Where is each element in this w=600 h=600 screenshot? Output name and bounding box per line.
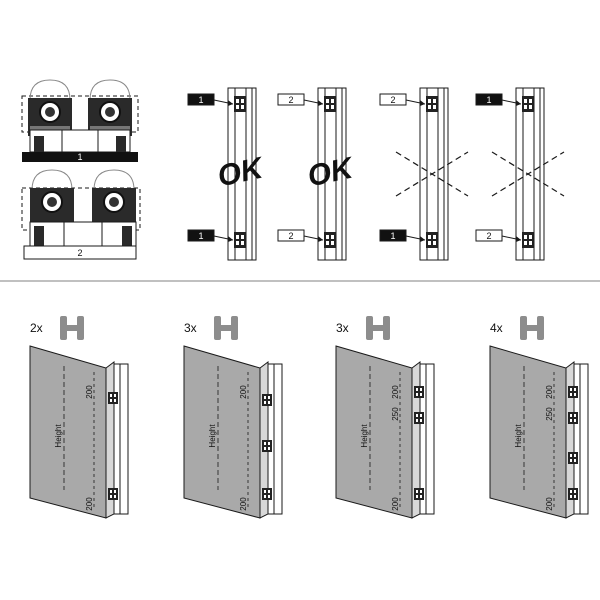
door-hinge (568, 386, 578, 398)
spacer-tag-bottom: 2 (475, 229, 522, 242)
top-spacing-label: 200 (85, 385, 94, 399)
height-label: Height (208, 424, 217, 448)
hinge-cam-left (28, 79, 72, 136)
hinge-icon (214, 316, 238, 340)
door-hinge-layouts: 2xHeight2002003xHeight2002003xHeight2002… (29, 316, 589, 519)
rail-profile (227, 87, 257, 261)
bottom-spacing-label: 200 (391, 497, 400, 511)
hinge-count-label: 3x (336, 321, 349, 335)
hinge-count-label: 4x (490, 321, 503, 335)
rail-hinge-top (522, 96, 534, 112)
door-hinge (262, 488, 272, 500)
spacer-tag-label: 1 (390, 231, 395, 241)
door-hinge (568, 488, 578, 500)
door-panel (183, 345, 261, 519)
rail-hinge-top (234, 96, 246, 112)
bottom-spacing-label: 200 (85, 497, 94, 511)
spacer-bar-label: 2 (77, 248, 82, 258)
door-hinge (262, 440, 272, 452)
top-spacing-label: 200 (239, 385, 248, 399)
top-spacing-label: 200 (391, 385, 400, 399)
height-label: Height (514, 424, 523, 448)
door-hinge (108, 488, 118, 500)
door-hinge (568, 452, 578, 464)
rail-hinge-top (324, 96, 336, 112)
hinge-cam-right (92, 169, 136, 224)
frame-profile (573, 363, 589, 515)
spacer-bar-light (23, 245, 137, 260)
rail-profile (419, 87, 449, 261)
spacer-bar-label: 1 (77, 152, 82, 162)
spacer-tag-label: 1 (198, 95, 203, 105)
door-hinge (108, 392, 118, 404)
hinge-cam-left (30, 169, 74, 224)
bottom-spacing-label: 200 (545, 497, 554, 511)
rail-variant-4: 12 (475, 87, 565, 261)
spacer-tag-bottom: 1 (379, 229, 426, 242)
rail-hinge-bottom (234, 232, 246, 248)
height-label: Height (360, 424, 369, 448)
spacer-tag-label: 2 (390, 95, 395, 105)
door-panel (335, 345, 413, 519)
rail-hinge-bottom (426, 232, 438, 248)
door-hinge (414, 412, 424, 424)
spacer-tag-bottom: 1 (187, 229, 234, 242)
rail-variant-3: 21 (379, 87, 469, 261)
hinge-section-variant-1: 1 (21, 79, 139, 162)
spacer-bar-dark (22, 152, 138, 162)
spacer-tag-label: 1 (198, 231, 203, 241)
wrong-cross-mark (491, 151, 565, 197)
spacer-tag-top: 1 (475, 93, 522, 106)
hinge-icon (520, 316, 544, 340)
hinge-count-label: 3x (184, 321, 197, 335)
rail-profile (515, 87, 545, 261)
spacer-tag-bottom: 2 (277, 229, 324, 242)
bottom-spacing-label: 200 (239, 497, 248, 511)
spacer-tag-top: 2 (379, 93, 426, 106)
rail-hinge-bottom (522, 232, 534, 248)
height-label: Height (54, 424, 63, 448)
door-hinge (568, 412, 578, 424)
door-panel (29, 345, 107, 519)
rail-hinge-top (426, 96, 438, 112)
ok-mark: OK (305, 151, 358, 193)
hinge-section-variant-2: 2 (21, 169, 141, 260)
second-spacing-label: 250 (545, 407, 554, 421)
wrong-cross-mark (395, 151, 469, 197)
door-hinge (262, 394, 272, 406)
spacer-tag-label: 1 (486, 95, 491, 105)
top-spacing-label: 200 (545, 385, 554, 399)
spacer-tag-label: 2 (486, 231, 491, 241)
hinge-icon (60, 316, 84, 340)
door-hinge (414, 386, 424, 398)
spacer-tag-top: 1 (187, 93, 234, 106)
spacer-tag-label: 2 (288, 231, 293, 241)
second-spacing-label: 250 (391, 407, 400, 421)
hinge-count-label: 2x (30, 321, 43, 335)
frame-profile (419, 363, 435, 515)
ok-mark: OK (215, 151, 268, 193)
door-hinge (414, 488, 424, 500)
rail-profile (317, 87, 347, 261)
hinge-cam-right (88, 79, 132, 136)
hinge-icon (366, 316, 390, 340)
spacer-tag-top: 2 (277, 93, 324, 106)
rail-hinge-bottom (324, 232, 336, 248)
spacer-tag-label: 2 (288, 95, 293, 105)
door-panel (489, 345, 567, 519)
